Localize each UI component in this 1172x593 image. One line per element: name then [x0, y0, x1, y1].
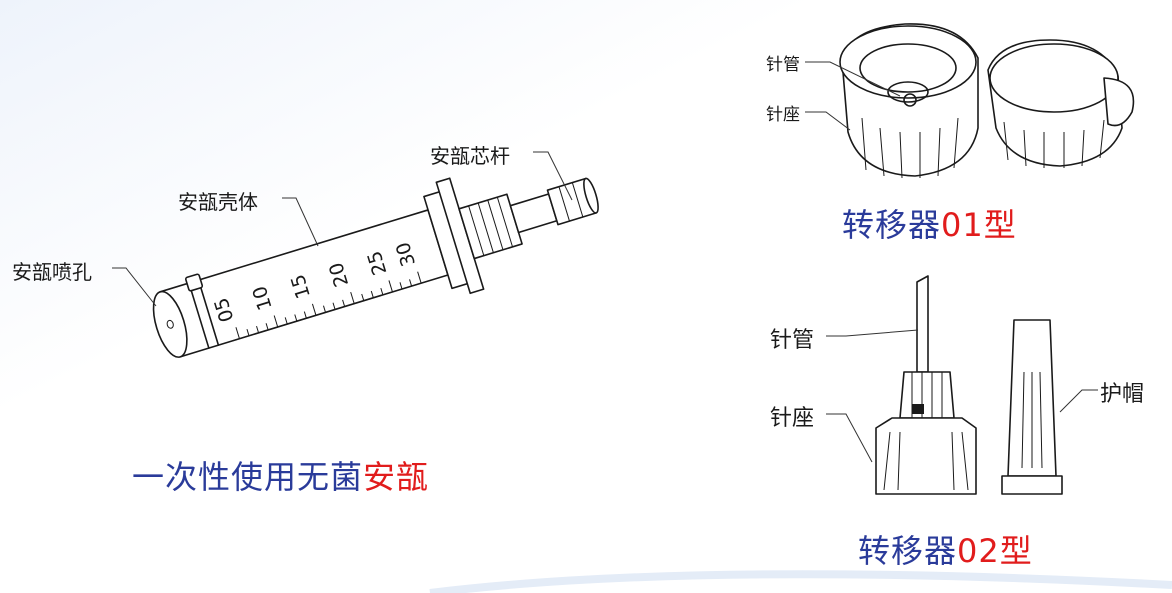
label-01-needle-tube: 针管 [766, 55, 800, 75]
label-02-cap: 护帽 [1100, 382, 1145, 407]
label-02-needle-tube: 针管 [770, 328, 815, 353]
adapter01-caption: 转移器01型 [842, 200, 1017, 246]
leader-02-needle-tube [826, 329, 919, 337]
leader-02-needle-seat [826, 413, 873, 463]
adapter01-cap [987, 39, 1135, 168]
adapter02-hub [875, 371, 977, 495]
leader-core-rod [533, 151, 573, 201]
leader-nozzle [112, 267, 157, 307]
label-core-rod: 安瓿芯杆 [430, 144, 510, 168]
leader-shell [282, 197, 319, 247]
ampoule-barrel [152, 177, 599, 358]
label-01-needle-seat: 针座 [766, 105, 800, 125]
label-shell: 安瓿壳体 [178, 190, 258, 214]
adapter02-cap [1001, 319, 1063, 495]
label-02-needle-seat: 针座 [770, 406, 815, 431]
adapter02-caption-main: 转移器 [858, 532, 958, 570]
adapter02-needle [916, 275, 929, 373]
leader-01-needle-tube [805, 61, 901, 97]
adapter01-caption-main: 转移器 [842, 206, 942, 244]
adapter01-caption-highlight: 01型 [941, 206, 1017, 244]
adapter02-caption: 转移器02型 [858, 526, 1033, 572]
scale-tick-marks [235, 271, 422, 339]
label-nozzle: 安瓿喷孔 [12, 260, 92, 284]
ampoule-caption: 一次性使用无菌安瓿 [132, 452, 429, 498]
leader-02-cap [1059, 389, 1098, 413]
adapter02-caption-highlight: 02型 [957, 532, 1033, 570]
adapter01-cup [839, 23, 979, 179]
ampoule-caption-main: 一次性使用无菌 [132, 458, 364, 496]
ampoule-caption-highlight: 安瓿 [363, 458, 430, 496]
scale-ticks [232, 280, 429, 342]
leader-01-needle-seat [805, 111, 851, 131]
